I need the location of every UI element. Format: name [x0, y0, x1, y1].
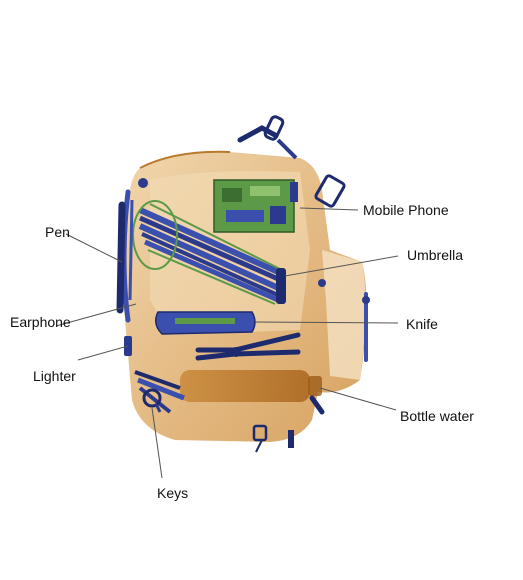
label-keys: Keys — [157, 485, 188, 501]
leader-lighter — [78, 346, 128, 360]
label-lighter: Lighter — [33, 368, 76, 384]
label-knife: Knife — [406, 316, 438, 332]
bag-handle — [240, 115, 296, 158]
label-bottle-water: Bottle water — [400, 408, 474, 424]
label-earphone: Earphone — [10, 314, 71, 330]
leader-pen — [66, 234, 122, 262]
leader-bottle-water — [320, 388, 396, 410]
label-mobile-phone: Mobile Phone — [363, 202, 449, 218]
label-umbrella: Umbrella — [407, 247, 463, 263]
label-pen: Pen — [45, 224, 70, 240]
knife-item — [156, 312, 255, 334]
